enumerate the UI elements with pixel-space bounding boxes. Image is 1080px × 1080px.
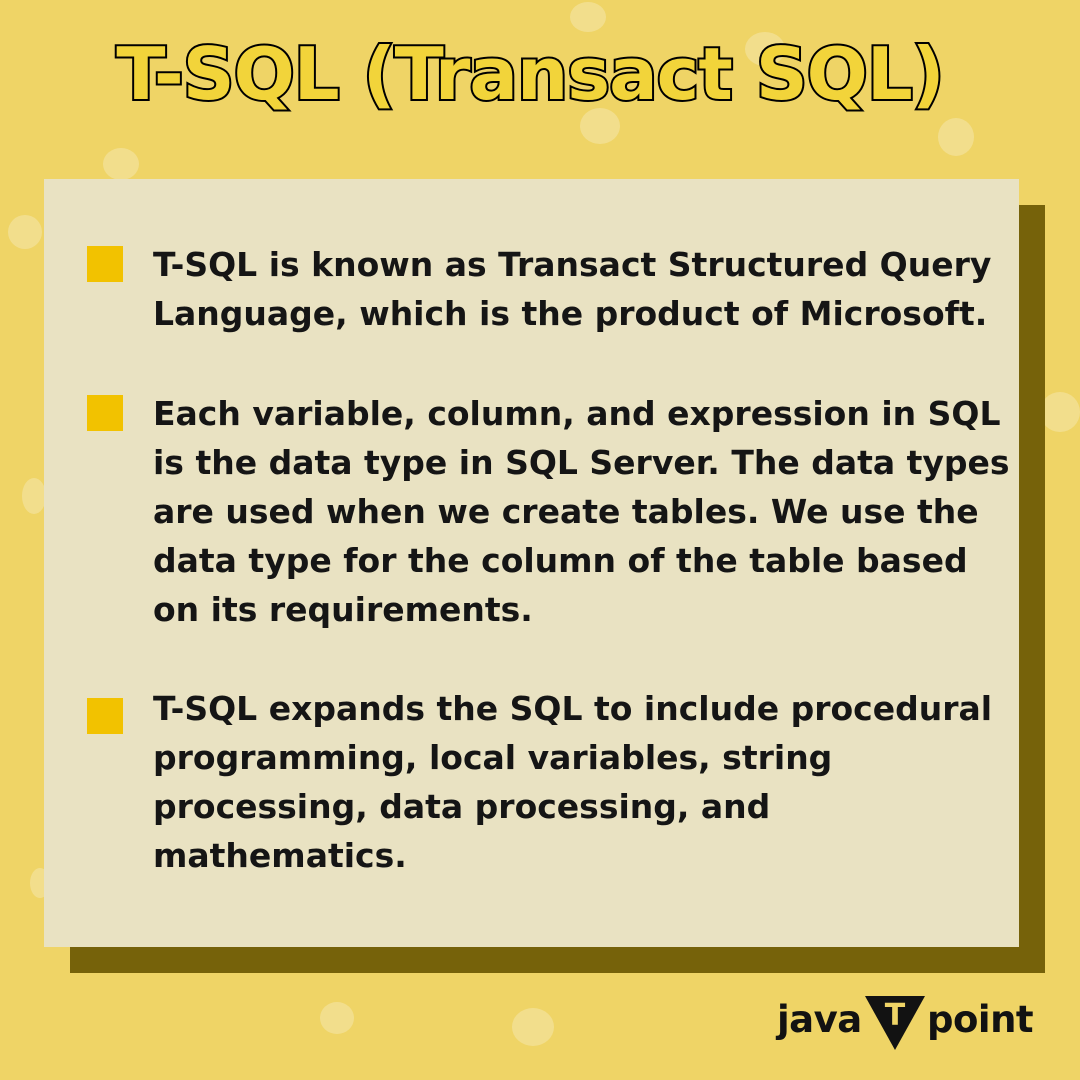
background-dot xyxy=(103,148,139,180)
javatpoint-logo: java T point xyxy=(777,992,1034,1052)
background-dot xyxy=(320,1002,354,1034)
background-dot xyxy=(745,32,785,66)
logo-java-text: java xyxy=(777,998,862,1041)
content-card xyxy=(44,179,1019,947)
background-dot xyxy=(1040,392,1080,432)
bullet-point-text: T-SQL expands the SQL to include procedu… xyxy=(153,689,993,875)
page-title: T-SQL (Transact SQL) xyxy=(114,30,946,118)
bullet-point-text: Each variable, column, and expression in… xyxy=(153,394,1010,629)
background-dot xyxy=(512,1008,554,1046)
background-dot xyxy=(570,2,606,32)
bullet-point-3: T-SQL expands the SQL to include procedu… xyxy=(153,684,1023,880)
bullet-square-icon xyxy=(87,395,123,431)
bullet-point-1: T-SQL is known as Transact Structured Qu… xyxy=(153,240,1023,338)
logo-t-icon: T xyxy=(865,996,925,1050)
background-dot xyxy=(22,478,46,514)
background-dot xyxy=(8,215,42,249)
logo-point-text: point xyxy=(927,998,1034,1041)
bullet-point-text: T-SQL is known as Transact Structured Qu… xyxy=(153,245,992,333)
background-dot xyxy=(580,108,620,144)
bullet-square-icon xyxy=(87,246,123,282)
logo-t-letter: T xyxy=(885,998,906,1033)
bullet-square-icon xyxy=(87,698,123,734)
bullet-point-2: Each variable, column, and expression in… xyxy=(153,389,1023,634)
background-dot xyxy=(938,118,974,156)
